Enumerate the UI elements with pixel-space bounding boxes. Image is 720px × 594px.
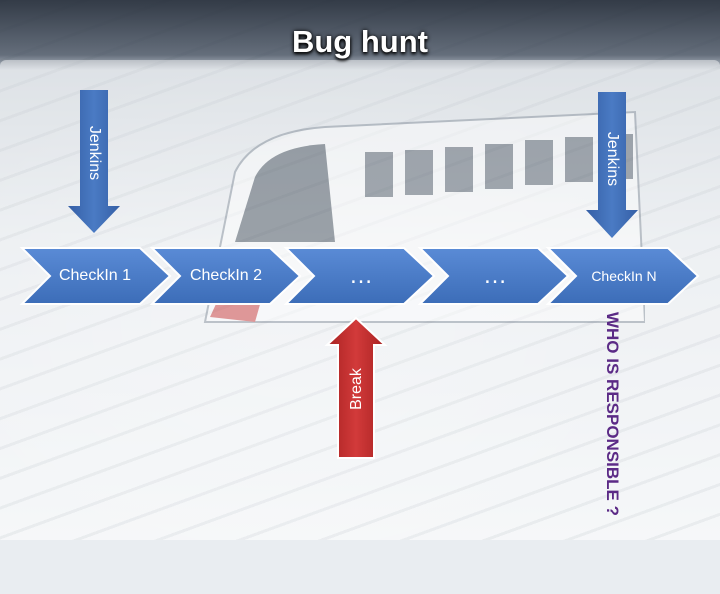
step-label-4: … [452,262,538,290]
jenkins-label-left: Jenkins [85,119,103,187]
step-label-3: … [318,262,404,290]
jenkins-label-right: Jenkins [603,125,621,193]
responsibility-label: WHO IS RESPONSIBLE ? [598,234,626,594]
step-label-2: CheckIn 2 [180,262,272,290]
break-label: Break [348,355,366,423]
step-label-1: CheckIn 1 [50,262,140,290]
